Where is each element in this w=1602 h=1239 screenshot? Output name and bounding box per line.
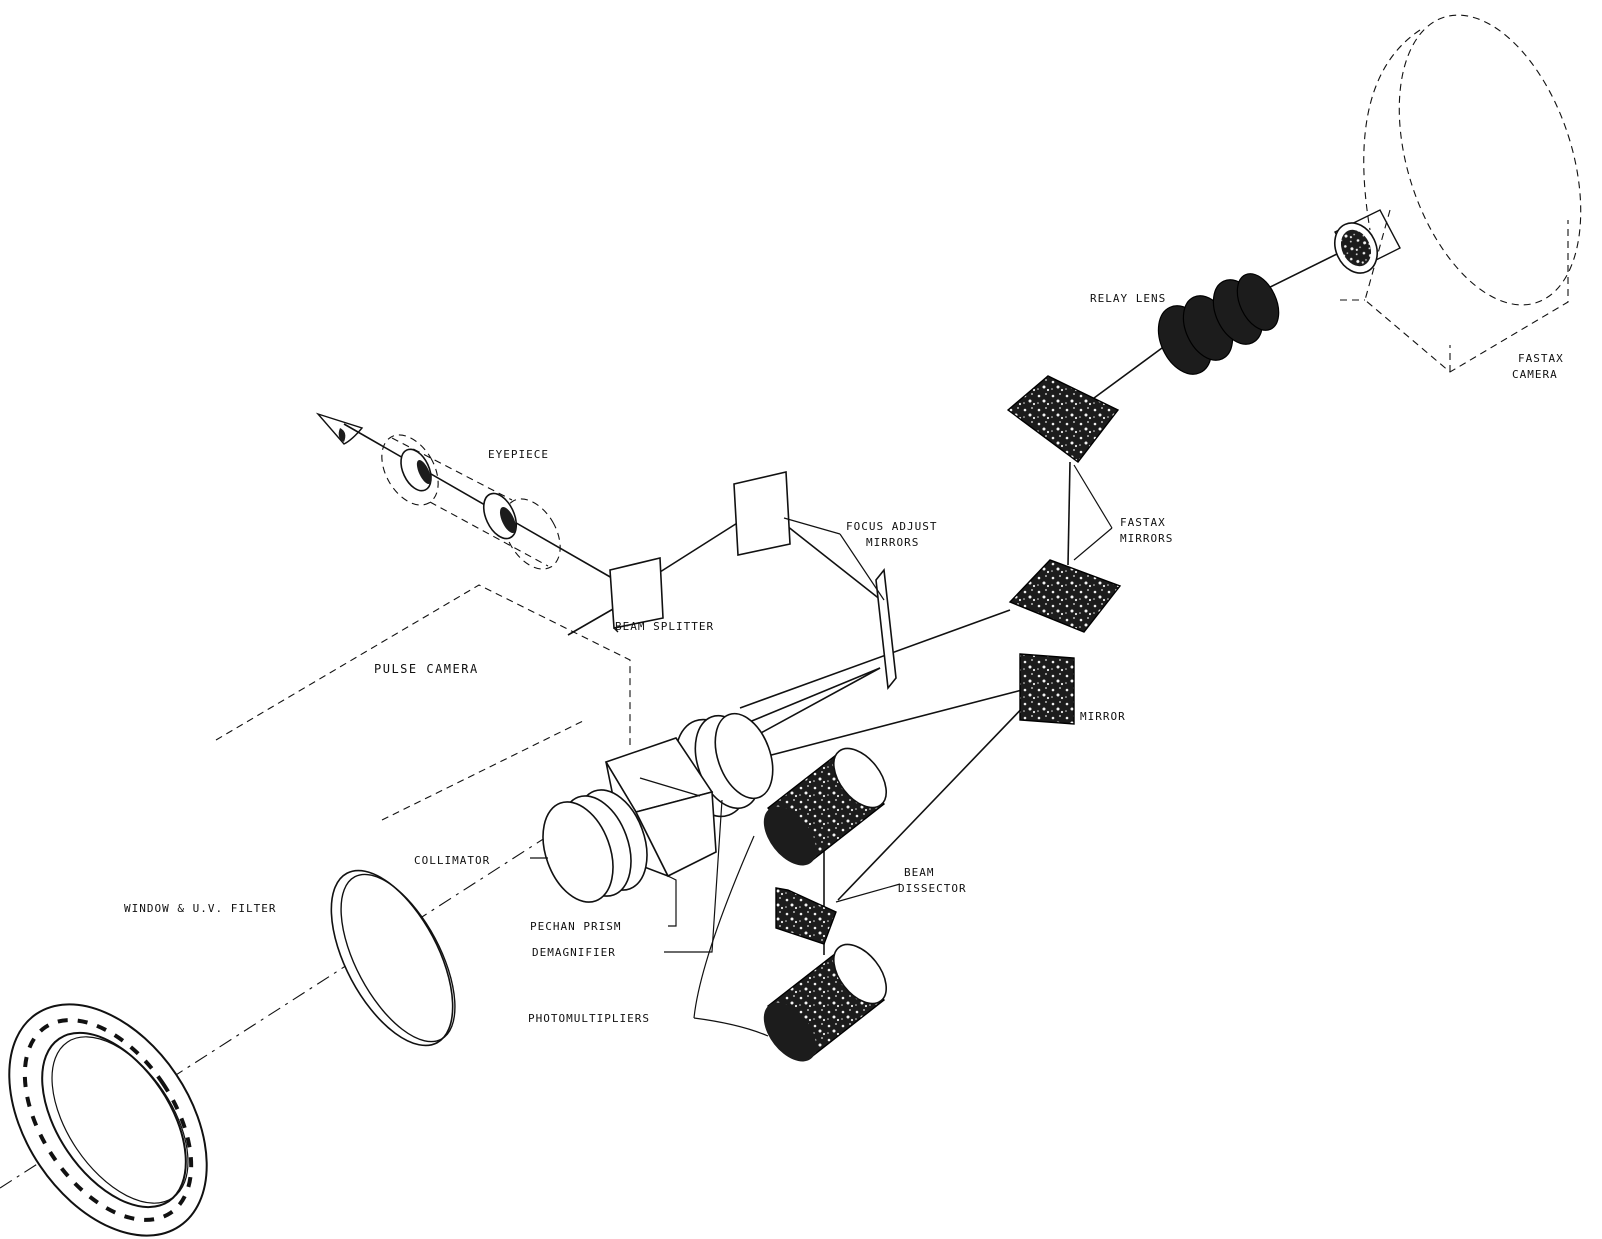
mirror [1019, 653, 1075, 725]
label-beam-dissector-1: BEAM [904, 866, 935, 879]
label-beam-splitter: BEAM SPLITTER [615, 620, 714, 633]
label-fastax-camera-1: FASTAX [1518, 352, 1564, 365]
fastax-mirror-upper [1006, 375, 1120, 463]
window-mount-ring [8, 1003, 208, 1237]
beam-dissector-leader [835, 883, 901, 903]
label-collimator: COLLIMATOR [414, 854, 490, 867]
label-eyepiece: EYEPIECE [488, 448, 549, 461]
collimator [530, 789, 648, 903]
label-photomultipliers: PHOTOMULTIPLIERS [528, 1012, 650, 1025]
label-relay-lens: RELAY LENS [1090, 292, 1166, 305]
label-focus-adjust-mirrors-2: MIRRORS [866, 536, 919, 549]
eye-icon [315, 412, 364, 445]
fastax-mirror-lower [1008, 559, 1122, 633]
label-fastax-mirrors-2: MIRRORS [1120, 532, 1173, 545]
relay-lens [1157, 273, 1280, 375]
label-fastax-camera-2: CAMERA [1512, 368, 1558, 381]
demagnifier [674, 712, 774, 818]
beam-dissector [775, 887, 837, 945]
label-demagnifier: DEMAGNIFIER [532, 946, 616, 959]
fastax-camera-lens [1334, 209, 1401, 274]
beam-splitter [609, 556, 664, 633]
light-rays [343, 249, 1346, 955]
window-uv-filter [330, 869, 456, 1047]
focus-adjust-mirror-upper [733, 471, 791, 556]
label-window-uv-filter: WINDOW & U.V. FILTER [124, 902, 276, 915]
pechan-prism [604, 737, 717, 878]
fastax-mirrors-leaders [1073, 464, 1113, 561]
pechan-prism-leader [667, 875, 677, 927]
demagnifier-leader [664, 799, 723, 953]
label-pechan-prism: PECHAN PRISM [530, 920, 621, 933]
fastax-camera-outline [1340, 14, 1582, 373]
photomultiplier-lower [763, 943, 888, 1062]
label-fastax-mirrors-1: FASTAX [1120, 516, 1166, 529]
label-beam-dissector-2: DISSECTOR [898, 882, 967, 895]
photomultipliers-leaders [693, 835, 769, 1037]
photomultiplier-upper [763, 747, 888, 866]
focus-adjust-mirror-lower [875, 567, 897, 691]
label-pulse-camera: PULSE CAMERA [374, 662, 479, 676]
eyepiece-assembly [381, 434, 561, 570]
label-mirror: MIRROR [1080, 710, 1126, 723]
pulse-camera-outline [215, 584, 631, 821]
label-focus-adjust-mirrors-1: FOCUS ADJUST [846, 520, 937, 533]
focus-adjust-leaders [783, 517, 885, 601]
